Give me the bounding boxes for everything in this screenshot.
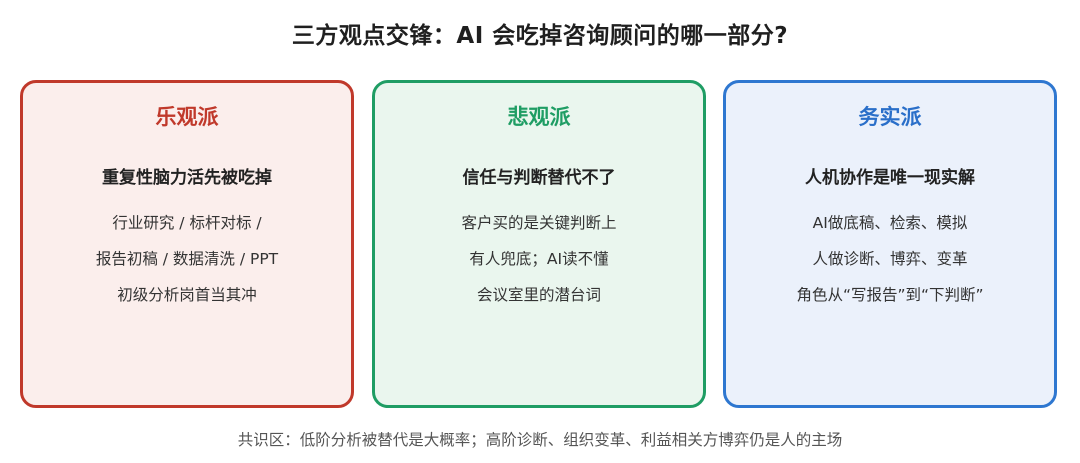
consensus-note: 共识区：低阶分析被替代是大概率；高阶诊断、组织变革、利益相关方博弈仍是人的主场: [237, 431, 843, 449]
pragmatist-thesis: 人机协作是唯一现实解: [805, 168, 975, 188]
optimist-card: 乐观派 重复性脑力活先被吃掉 行业研究 / 标杆对标 / 报告初稿 / 数据清洗…: [20, 80, 354, 408]
pessimist-heading: 悲观派: [507, 105, 571, 129]
optimist-point: 报告初稿 / 数据清洗 / PPT: [95, 250, 279, 268]
optimist-heading: 乐观派: [155, 105, 219, 129]
pessimist-card: 悲观派 信任与判断替代不了 客户买的是关键判断上 有人兜底；AI读不懂 会议室里…: [372, 80, 706, 408]
pragmatist-card: 务实派 人机协作是唯一现实解 AI做底稿、检索、模拟 人做诊断、博弈、变革 角色…: [723, 80, 1057, 408]
optimist-points: 行业研究 / 标杆对标 / 报告初稿 / 数据清洗 / PPT 初级分析岗首当其…: [23, 213, 351, 321]
optimist-point: 行业研究 / 标杆对标 /: [112, 214, 262, 232]
page-title: 三方观点交锋：AI 会吃掉咨询顾问的哪一部分?: [291, 23, 789, 49]
optimist-thesis: 重复性脑力活先被吃掉: [102, 168, 272, 188]
pessimist-thesis: 信任与判断替代不了: [462, 168, 616, 188]
optimist-point: 初级分析岗首当其冲: [117, 286, 257, 304]
pragmatist-points: AI做底稿、检索、模拟 人做诊断、博弈、变革 角色从“写报告”到“下判断”: [726, 213, 1054, 321]
pragmatist-point: 人做诊断、博弈、变革: [812, 250, 968, 268]
pessimist-point: 有人兜底；AI读不懂: [469, 250, 609, 268]
pessimist-points: 客户买的是关键判断上 有人兜底；AI读不懂 会议室里的潜台词: [375, 213, 703, 321]
pessimist-point: 会议室里的潜台词: [476, 286, 601, 304]
pessimist-point: 客户买的是关键判断上: [461, 214, 617, 232]
pragmatist-point: AI做底稿、检索、模拟: [812, 214, 968, 232]
pragmatist-point: 角色从“写报告”到“下判断”: [796, 286, 984, 304]
pragmatist-heading: 务实派: [858, 105, 922, 129]
